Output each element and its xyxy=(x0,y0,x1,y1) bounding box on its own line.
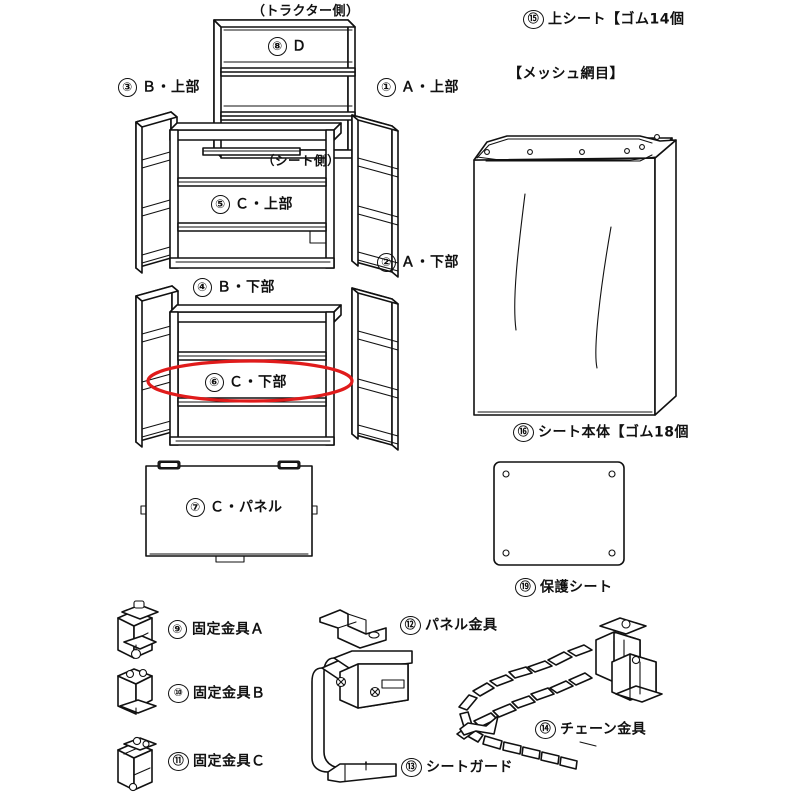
panel-fitting xyxy=(319,609,387,649)
part-text-1: Ａ・上部 xyxy=(401,79,459,96)
frame-d-upper-rear xyxy=(213,19,356,159)
frame-a-lower-right xyxy=(351,287,399,451)
part-number-1: ① xyxy=(377,78,396,97)
part-text-5: Ｃ・上部 xyxy=(235,196,293,213)
panel-c xyxy=(140,460,318,563)
part-number-3: ③ xyxy=(118,78,137,97)
frame-a-upper-right xyxy=(351,114,399,278)
bracket-b xyxy=(117,668,157,715)
part-label-5-c-upper: ⑤ Ｃ・上部 xyxy=(211,195,293,214)
part-label-3-b-upper: ③ Ｂ・上部 xyxy=(118,78,200,97)
part-label-7-c-panel: ⑦ Ｃ・パネル xyxy=(186,498,283,517)
annotation-seat-side: （シート側） xyxy=(262,153,341,168)
part-text-13: シートガード xyxy=(426,759,513,776)
part-number-9: ⑨ xyxy=(168,620,187,639)
part-text-19: 保護シート xyxy=(540,579,613,596)
part-text-8: Ｄ xyxy=(292,38,307,55)
part-number-4: ④ xyxy=(193,278,212,297)
seat-guard xyxy=(311,650,413,783)
part-text-14: チェーン金具 xyxy=(560,721,647,738)
annotation-mesh: 【メッシュ網目】 xyxy=(508,66,624,82)
part-text-15: 上シート【ゴム14個 xyxy=(548,11,685,28)
protective-sheet xyxy=(493,461,625,566)
part-number-2: ② xyxy=(377,253,396,272)
part-label-2-a-lower: ② Ａ・下部 xyxy=(377,253,459,272)
part-text-7: Ｃ・パネル xyxy=(210,499,283,516)
part-label-6-c-lower: ⑥ Ｃ・下部 xyxy=(205,373,287,392)
part-number-19: ⑲ xyxy=(515,578,536,597)
part-number-13: ⑬ xyxy=(401,758,422,777)
highlight-ellipse-part-6 xyxy=(146,359,354,403)
part-number-8: ⑧ xyxy=(268,37,287,56)
part-number-15: ⑮ xyxy=(523,10,544,29)
part-text-11: 固定金具Ｃ xyxy=(193,753,266,770)
part-label-9-bracket-a: ⑨ 固定金具Ａ xyxy=(168,620,265,639)
part-number-16: ⑯ xyxy=(513,423,534,442)
bracket-c xyxy=(117,736,157,792)
annotation-tractor-side: （トラクター側） xyxy=(252,4,360,19)
part-number-14: ⑭ xyxy=(535,720,556,739)
part-text-4: Ｂ・下部 xyxy=(217,279,275,296)
part-number-10: ⑩ xyxy=(168,684,189,703)
part-text-9: 固定金具Ａ xyxy=(192,621,265,638)
seat-body xyxy=(473,134,677,416)
chain-fitting xyxy=(456,617,663,770)
part-text-2: Ａ・下部 xyxy=(401,254,459,271)
part-number-12: ⑫ xyxy=(400,616,421,635)
part-number-5: ⑤ xyxy=(211,195,230,214)
part-label-1-a-upper: ① Ａ・上部 xyxy=(377,78,459,97)
part-label-4-b-lower: ④ Ｂ・下部 xyxy=(193,278,275,297)
part-text-3: Ｂ・上部 xyxy=(142,79,200,96)
part-number-7: ⑦ xyxy=(186,498,205,517)
part-number-6: ⑥ xyxy=(205,373,224,392)
frame-c-upper-center xyxy=(169,122,342,269)
part-text-10: 固定金具Ｂ xyxy=(193,685,266,702)
part-text-12: パネル金具 xyxy=(425,617,498,634)
bracket-a xyxy=(117,600,159,660)
part-number-11: ⑪ xyxy=(168,752,189,771)
part-text-16: シート本体【ゴム18個 xyxy=(538,424,689,441)
part-text-6: Ｃ・下部 xyxy=(229,374,287,391)
